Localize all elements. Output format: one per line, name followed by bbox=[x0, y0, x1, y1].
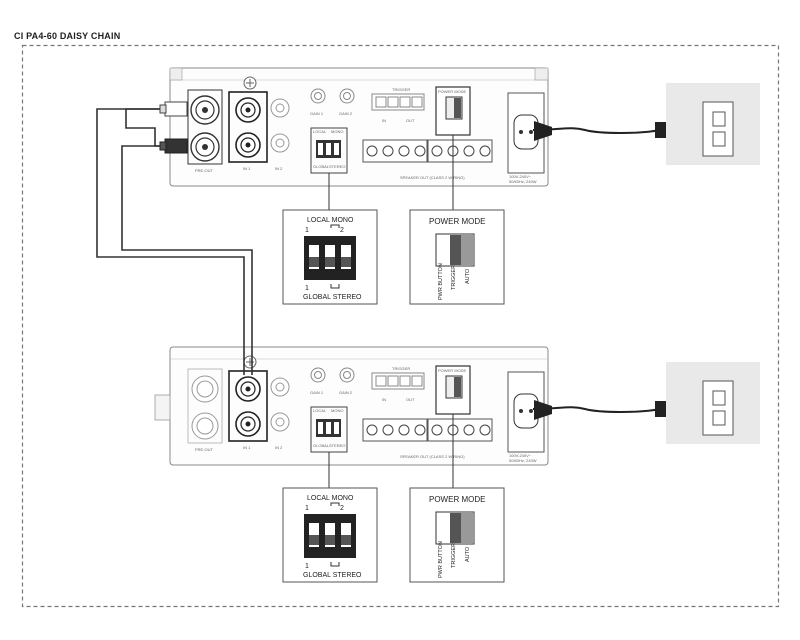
in2-label: IN 2 bbox=[275, 166, 283, 171]
svg-text:1: 1 bbox=[305, 563, 309, 570]
svg-text:IN: IN bbox=[382, 118, 386, 123]
svg-text:LOCAL MONO: LOCAL MONO bbox=[307, 217, 354, 224]
svg-text:POWER MODE: POWER MODE bbox=[429, 217, 485, 226]
diagram-title: CI PA4-60 DAISY CHAIN bbox=[14, 31, 121, 41]
svg-text:TRIGGER: TRIGGER bbox=[451, 543, 457, 568]
dip-switch-callout-top: LOCAL MONO 1 2 1 GLOBAL STEREO bbox=[282, 209, 378, 305]
in1-jacks: IN 1 bbox=[228, 91, 268, 171]
wall-outlet-top bbox=[666, 83, 760, 165]
svg-text:IN: IN bbox=[382, 397, 386, 402]
svg-text:1: 1 bbox=[305, 285, 309, 292]
gain1-label: GAIN 1 bbox=[310, 111, 324, 116]
pre-out-jacks: PRE-OUT bbox=[187, 368, 223, 452]
dip-switch-callout-bottom: LOCAL MONO 1 2 1 GLOBAL STEREO bbox=[282, 487, 378, 583]
power-mode-callout-bottom: POWER MODE PWR BUTTON TRIGGER AUTO bbox=[409, 487, 505, 583]
svg-text:STEREO: STEREO bbox=[329, 443, 345, 448]
svg-text:1: 1 bbox=[305, 227, 309, 234]
svg-text:TRIGGER: TRIGGER bbox=[451, 265, 457, 290]
svg-text:POWER MODE: POWER MODE bbox=[429, 495, 485, 504]
svg-text:GLOBAL: GLOBAL bbox=[313, 164, 330, 169]
trigger-block: TRIGGER IN OUT bbox=[371, 366, 425, 402]
svg-text:POWER MODE: POWER MODE bbox=[438, 368, 467, 373]
speaker-terminals: SPEAKER OUT (CLASS 2 WIRING) bbox=[362, 418, 493, 459]
svg-text:50/60Hz, 240W: 50/60Hz, 240W bbox=[509, 179, 537, 184]
svg-text:GLOBAL STEREO: GLOBAL STEREO bbox=[303, 572, 362, 579]
trigger-label: TRIGGER bbox=[392, 87, 410, 92]
amplifier-bottom: PRE-OUT IN 1 IN 2 GAIN 1 GAIN 2 bbox=[154, 346, 549, 466]
svg-text:TRIGGER: TRIGGER bbox=[392, 366, 410, 371]
svg-text:GAIN 2: GAIN 2 bbox=[339, 390, 353, 395]
trigger-block: TRIGGER IN OUT bbox=[371, 87, 425, 123]
svg-text:POWER MODE: POWER MODE bbox=[438, 89, 467, 94]
svg-text:STEREO: STEREO bbox=[329, 164, 345, 169]
svg-text:AUTO: AUTO bbox=[465, 546, 471, 562]
in1-jacks: IN 1 bbox=[228, 370, 268, 450]
svg-text:2: 2 bbox=[340, 227, 344, 234]
svg-text:LOCAL MONO: LOCAL MONO bbox=[307, 495, 354, 502]
gain-knobs: GAIN 1 GAIN 2 bbox=[310, 367, 355, 395]
power-mode-mini: POWER MODE bbox=[435, 86, 471, 136]
svg-text:PRE-OUT: PRE-OUT bbox=[195, 447, 214, 452]
svg-text:OUT: OUT bbox=[406, 397, 415, 402]
in1-label: IN 1 bbox=[243, 166, 251, 171]
svg-text:LOCAL: LOCAL bbox=[313, 408, 327, 413]
power-mode-mini: POWER MODE bbox=[435, 365, 471, 415]
svg-text:IN 1: IN 1 bbox=[243, 445, 251, 450]
svg-text:PWR BUTTON: PWR BUTTON bbox=[438, 263, 444, 300]
svg-text:SPEAKER OUT (CLASS 2 WIRING): SPEAKER OUT (CLASS 2 WIRING) bbox=[400, 454, 465, 459]
in2-jacks: IN 2 bbox=[270, 98, 290, 171]
svg-text:MONO: MONO bbox=[331, 129, 343, 134]
dashed-frame bbox=[21, 44, 780, 608]
svg-text:PWR BUTTON: PWR BUTTON bbox=[438, 541, 444, 578]
gain-knobs: GAIN 1 GAIN 2 bbox=[310, 88, 355, 116]
power-mode-callout-top: POWER MODE PWR BUTTON TRIGGER AUTO bbox=[409, 209, 505, 305]
wall-outlet-bottom bbox=[666, 362, 760, 444]
speaker-terminals: SPEAKER OUT (CLASS 2 WIRING) bbox=[362, 139, 493, 180]
svg-text:OUT: OUT bbox=[406, 118, 415, 123]
amplifier-top: PRE-OUT IN 1 IN 2 GAIN 1 G bbox=[169, 67, 549, 187]
svg-text:50/60Hz, 240W: 50/60Hz, 240W bbox=[509, 458, 537, 463]
pre-out-label: PRE-OUT bbox=[195, 168, 214, 173]
ac-inlet: 100V-240V~ 50/60Hz, 240W bbox=[507, 92, 545, 184]
svg-text:GAIN 1: GAIN 1 bbox=[310, 390, 324, 395]
svg-text:1: 1 bbox=[305, 505, 309, 512]
gain2-label: GAIN 2 bbox=[339, 111, 353, 116]
svg-text:MONO: MONO bbox=[331, 408, 343, 413]
svg-text:IN 2: IN 2 bbox=[275, 445, 283, 450]
svg-text:SPEAKER OUT (CLASS 2 WIRING): SPEAKER OUT (CLASS 2 WIRING) bbox=[400, 175, 465, 180]
dip-switch-mini: LOCAL MONO GLOBAL STEREO bbox=[310, 406, 348, 453]
svg-text:2: 2 bbox=[340, 505, 344, 512]
pre-out-jacks: PRE-OUT bbox=[187, 89, 223, 173]
svg-text:100V-240V~: 100V-240V~ bbox=[509, 174, 532, 179]
svg-text:GLOBAL: GLOBAL bbox=[313, 443, 330, 448]
ac-inlet: 100V-240V~ 50/60Hz, 240W bbox=[507, 371, 545, 463]
svg-text:LOCAL: LOCAL bbox=[313, 129, 327, 134]
rca-daisy-chain-cable bbox=[96, 101, 253, 375]
svg-text:100V-240V~: 100V-240V~ bbox=[509, 453, 532, 458]
svg-text:AUTO: AUTO bbox=[465, 268, 471, 284]
in2-jacks: IN 2 bbox=[270, 377, 290, 450]
svg-text:GLOBAL STEREO: GLOBAL STEREO bbox=[303, 294, 362, 301]
